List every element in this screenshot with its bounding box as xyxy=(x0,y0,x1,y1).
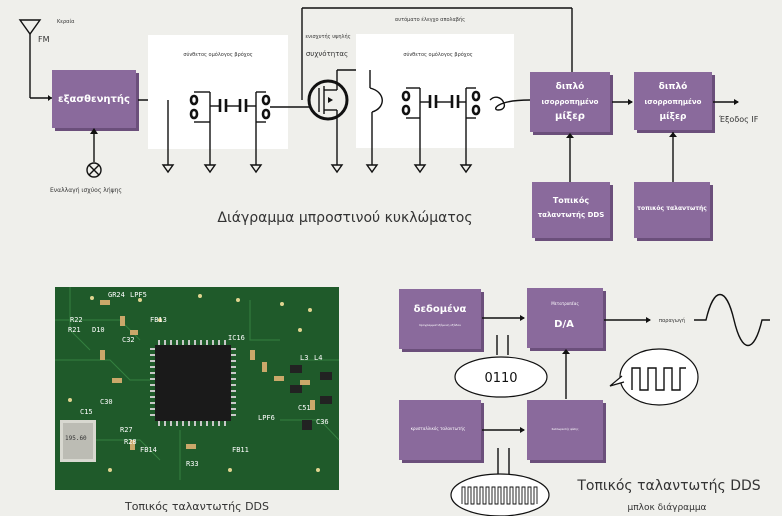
mixer2-line1: διπλό xyxy=(659,81,688,92)
ground-icon xyxy=(459,164,473,174)
dds-data-title: δεδομένα xyxy=(414,303,467,315)
amplifier-block: εξασθενητής xyxy=(52,70,139,131)
lo1-block: Τοπικός ταλαντωτής DDS xyxy=(532,182,613,241)
ground-icon xyxy=(203,164,217,174)
agc-label: αυτόματο έλεγχο απολαβής xyxy=(395,16,465,23)
mixer2-line3: μίξερ xyxy=(660,111,687,122)
lo1-line2: ταλαντωτής DDS xyxy=(538,211,605,219)
silkscreen-text: IC16 xyxy=(228,334,245,342)
square-wave-bubble xyxy=(609,348,699,406)
silkscreen-text: C30 xyxy=(100,398,113,406)
filter1-label: σύνθετος ομόλογος βρόχος xyxy=(183,51,252,58)
lo2-label: τοπικός ταλαντωτής xyxy=(637,205,707,212)
silkscreen-text: FB14 xyxy=(140,446,157,454)
dds-data-subtitle: προγραμματιζόμενη εξόδου xyxy=(419,323,461,327)
lo2-block: τοπικός ταλαντωτής xyxy=(634,182,713,241)
switch-label: Εναλλαγή ισχύος λήψης xyxy=(50,187,122,194)
dds-dac-label: D/A xyxy=(554,319,574,330)
silkscreen-text: R21 xyxy=(68,326,81,334)
pcb-caption: Τοπικός ταλαντωτής DDS xyxy=(124,500,269,513)
silkscreen-text: R27 xyxy=(120,426,133,434)
dds-subcaption: μπλοκ διάγραμμα xyxy=(628,503,707,513)
mixer2-line2: ισορροπημένο xyxy=(645,98,702,106)
dds-output-label: παραγωγή xyxy=(659,317,685,324)
square-wave-icon xyxy=(631,367,686,391)
silkscreen-text: FB11 xyxy=(232,446,249,454)
dds-dac-block: Μετατροπέας D/A xyxy=(527,288,606,351)
silkscreen-text: D10 xyxy=(92,326,105,334)
data-bubble-text: 0110 xyxy=(484,371,517,386)
filter2-panel xyxy=(356,34,514,148)
filter1-circuit xyxy=(167,91,271,165)
filter2-label: σύνθετος ομόλογος βρόχος xyxy=(403,51,472,58)
amplifier-label: εξασθενητής xyxy=(58,93,130,105)
mosfet-icon xyxy=(307,70,349,121)
mixer2-block: διπλό ισορροπημένο μίξερ xyxy=(634,72,715,133)
dds-data-block: δεδομένα προγραμματιζόμενη εξόδου xyxy=(399,289,484,352)
silkscreen-text: C15 xyxy=(80,408,93,416)
mosfet-label-top: ενισχυτής υψηλής xyxy=(305,33,350,40)
dds-accumulator-block: Συσσωρευτής φάσης xyxy=(527,400,606,463)
crystal-marking: 195.60 xyxy=(65,435,87,442)
dds-dac-title: Μετατροπέας xyxy=(551,301,579,306)
silkscreen-text: FB13 xyxy=(150,316,167,324)
data-bubble: 0110 xyxy=(454,335,548,398)
mixer1-line3: μίξερ xyxy=(555,110,585,122)
mixer1-block: διπλό ισορροπημένο μίξερ xyxy=(530,72,613,135)
antenna-label: Κεραία xyxy=(57,18,75,25)
if-output-label: Έξοδος IF xyxy=(718,115,759,124)
silkscreen-text: C32 xyxy=(122,336,135,344)
silkscreen-text: LPF5 xyxy=(130,291,147,299)
dds-osc-label: κρυσταλλικός ταλαντωτής xyxy=(411,426,466,431)
silkscreen-text: L3 xyxy=(300,354,308,362)
dds-caption: Τοπικός ταλαντωτής DDS xyxy=(576,478,760,494)
dds-accumulator-label: Συσσωρευτής φάσης xyxy=(552,427,579,431)
mixer1-line1: διπλό xyxy=(556,81,585,92)
front-end-caption: Διάγραμμα μπροστινού κυκλώματος xyxy=(217,210,472,226)
ground-icon xyxy=(413,164,427,174)
silkscreen-text: LPF6 xyxy=(258,414,275,422)
clock-signal-icon xyxy=(461,486,538,505)
mixer1-line2: ισορροπημένο xyxy=(542,98,599,106)
silkscreen-text: R28 xyxy=(124,438,137,446)
silkscreen-text: C51 xyxy=(298,404,311,412)
sine-wave-icon xyxy=(694,293,770,347)
ground-icon xyxy=(161,164,175,174)
silkscreen-text: R33 xyxy=(186,460,199,468)
ground-icon xyxy=(249,164,263,174)
clock-bubble xyxy=(450,448,550,516)
ground-icon xyxy=(365,164,379,174)
mosfet-label-bottom: συχνότητας xyxy=(306,50,348,58)
dds-osc-block: κρυσταλλικός ταλαντωτής xyxy=(399,400,484,463)
silkscreen-text: GR24 xyxy=(108,291,125,299)
silkscreen-text: L4 xyxy=(314,354,322,362)
silkscreen-text: C36 xyxy=(316,418,329,426)
pcb-photo: GR24 LPF5 FB13 R22 R21 D10 C32 C15 C30 I… xyxy=(55,287,340,490)
silkscreen-text: R22 xyxy=(70,316,83,324)
lamp-switch-icon xyxy=(86,162,102,178)
fm-label: FM xyxy=(38,35,50,44)
lo1-line1: Τοπικός xyxy=(553,195,590,205)
antenna-icon xyxy=(18,19,52,101)
filter2-circuit xyxy=(369,70,481,165)
ground-icon xyxy=(330,164,344,174)
